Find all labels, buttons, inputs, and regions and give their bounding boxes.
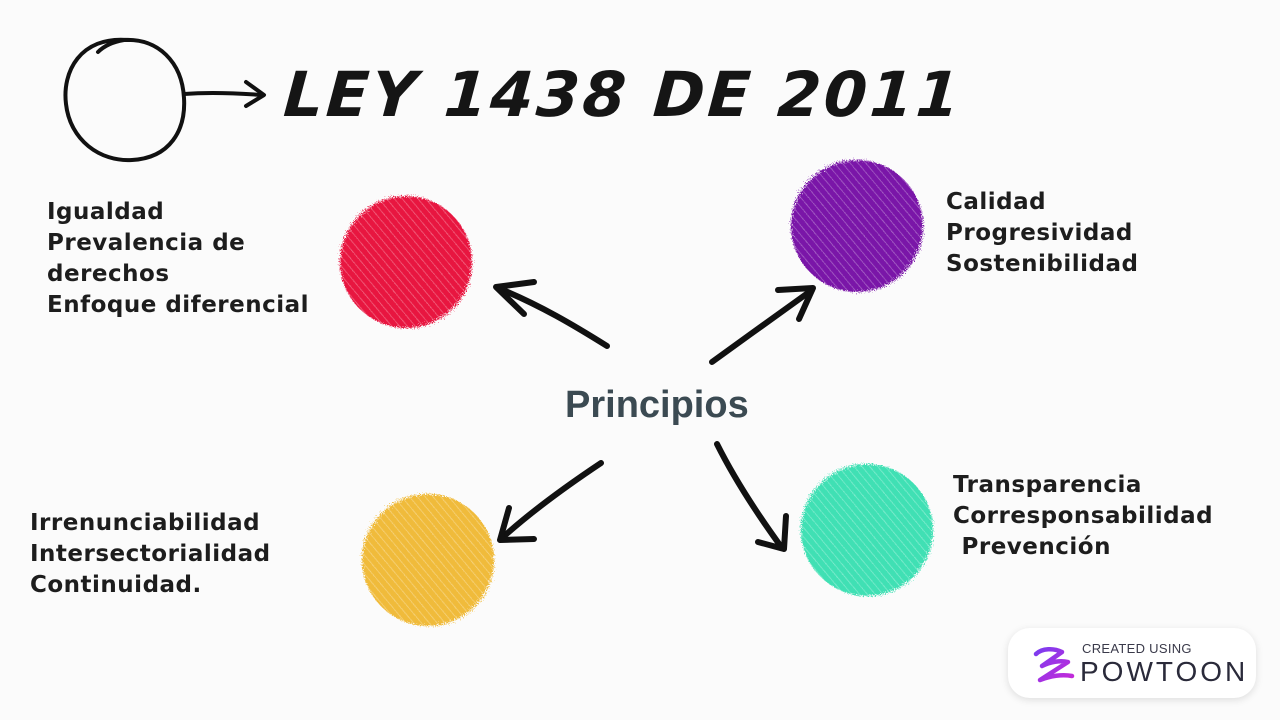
principles-red-text: Igualdad Prevalencia de derechos Enfoque… bbox=[47, 199, 310, 318]
badge-created-label: CREATED USING bbox=[1082, 641, 1192, 656]
arrow-to-green-icon bbox=[714, 441, 789, 552]
red-circle bbox=[340, 196, 472, 328]
page-title: LEY 1438 DE 2011 bbox=[281, 58, 966, 131]
arrow-to-yellow-icon bbox=[497, 460, 604, 543]
powtoon-badge[interactable]: CREATED USING POWTOON bbox=[1008, 628, 1256, 698]
title-circle-icon bbox=[63, 37, 187, 163]
principles-green-text: Transparencia Corresponsabilidad Prevenc… bbox=[953, 472, 1214, 560]
green-circle bbox=[801, 464, 933, 596]
center-label: Principios bbox=[565, 384, 749, 426]
powtoon-logo-icon bbox=[1033, 647, 1075, 683]
title-arrow-icon bbox=[182, 80, 266, 108]
badge-brand-label: POWTOON bbox=[1080, 656, 1249, 687]
arrow-to-red-icon bbox=[493, 279, 610, 349]
arrow-to-purple-icon bbox=[709, 285, 816, 365]
principles-purple-text: Calidad Progresividad Sostenibilidad bbox=[946, 189, 1139, 277]
yellow-circle bbox=[362, 494, 494, 626]
principles-yellow-text: Irrenunciabilidad Intersectorialidad Con… bbox=[30, 510, 271, 598]
purple-circle bbox=[791, 160, 923, 292]
